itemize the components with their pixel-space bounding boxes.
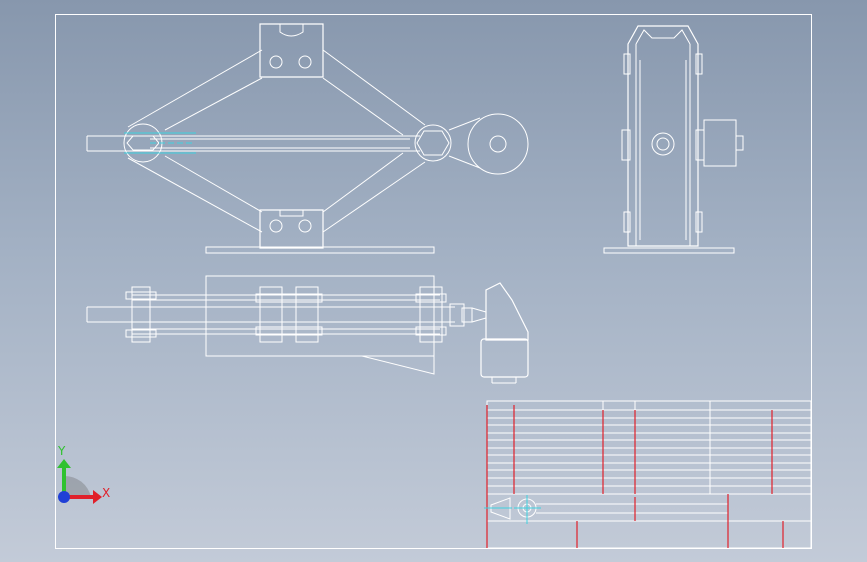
ucs-x-label: X: [102, 486, 110, 500]
drawing-frame: [55, 14, 812, 549]
front-view[interactable]: [86, 23, 529, 254]
ucs-y-label: Y: [57, 444, 66, 458]
ucs-icon: Y X: [57, 444, 110, 504]
title-block[interactable]: [484, 400, 812, 549]
top-view[interactable]: [86, 275, 529, 384]
side-view[interactable]: [603, 25, 744, 254]
